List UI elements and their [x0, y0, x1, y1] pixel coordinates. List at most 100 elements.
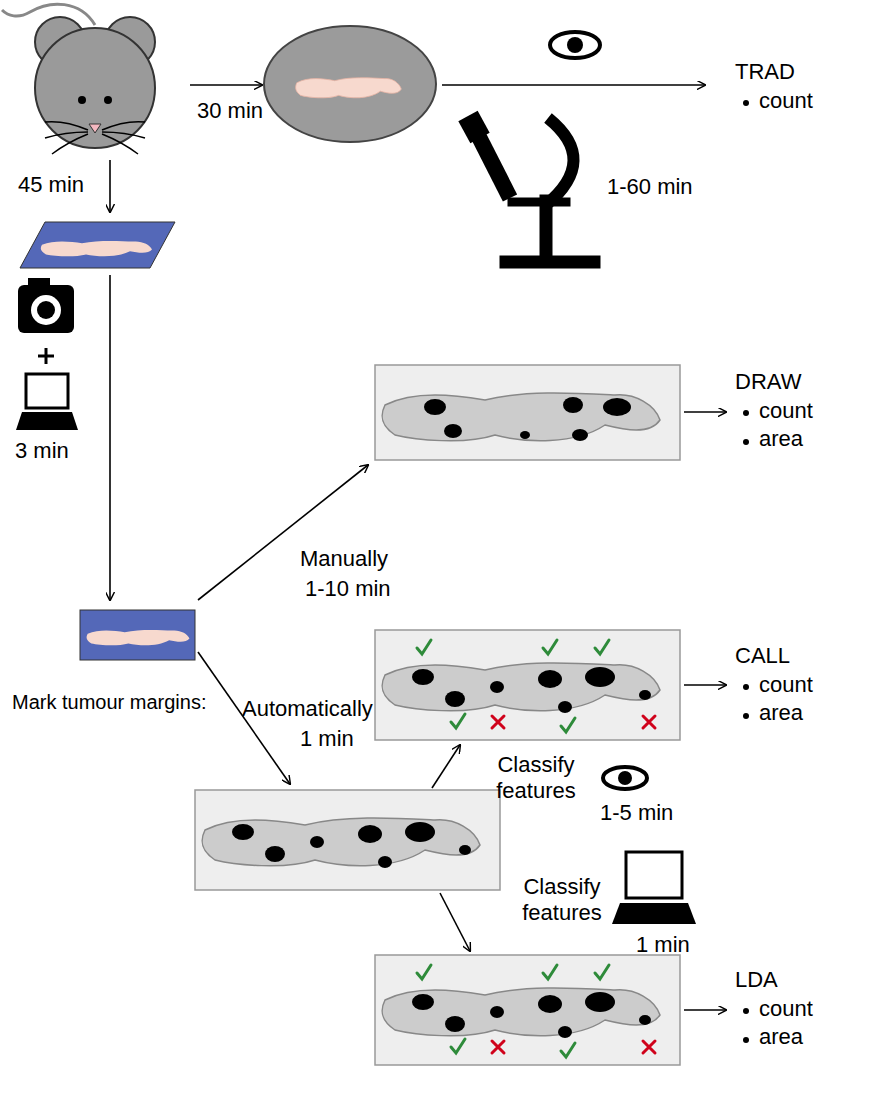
mouse-illustration-part-part [102, 122, 145, 130]
slide-part [41, 241, 152, 256]
result-label: CALL count area [735, 642, 813, 728]
lda-box-part [375, 955, 680, 1065]
camera-icon-part [37, 301, 55, 319]
flow-arrow-part [432, 745, 460, 788]
bullet-dot [743, 1037, 749, 1043]
laptop-icon-part [16, 412, 78, 430]
mouse-illustration-part-part [45, 122, 88, 130]
step-label: Mark tumour margins: [12, 690, 207, 714]
step-label: Automatically [242, 696, 373, 722]
draw-box-part-part [444, 424, 462, 438]
call-box-part [417, 640, 655, 732]
step-label: Classify features [504, 874, 620, 927]
step-label: Manually [300, 546, 388, 572]
bullet-dot [743, 713, 749, 719]
result-label: DRAW countarea [735, 368, 813, 454]
bullet-dot [743, 100, 749, 106]
method-name: DRAW [735, 369, 801, 394]
measure-item: area [735, 1023, 813, 1052]
measure-text: count [759, 398, 813, 423]
mouse-illustration-part [45, 122, 145, 154]
flow-arrow-part [442, 84, 705, 86]
microscope-icon-part [546, 118, 574, 205]
flow-arrow-part [684, 684, 726, 686]
bullet-dot [743, 1008, 749, 1014]
measure-item: count [735, 397, 813, 426]
measure-text: area [759, 1024, 803, 1049]
mouse-illustration-part-part [52, 134, 88, 154]
camera-icon [18, 278, 74, 333]
lda-box [375, 955, 680, 1065]
mouse-illustration-part [78, 96, 86, 104]
flow-arrow-part [440, 893, 470, 951]
mouse-illustration-part [104, 96, 112, 104]
draw-box-part-part [572, 429, 588, 441]
flow-arrow-part [190, 84, 262, 86]
result-label: TRAD count [735, 58, 813, 115]
measure-item: area [735, 425, 813, 454]
flow-arrow [110, 85, 726, 1010]
mouse-illustration-part [89, 124, 101, 133]
plus-sign [38, 348, 54, 364]
step-label: 30 min [197, 98, 263, 124]
mouse-illustration [2, 4, 155, 154]
measure-item: area [735, 699, 813, 728]
call-box [375, 630, 680, 740]
step-label: 1-5 min [600, 800, 673, 826]
step-label: 1-60 min [607, 174, 693, 200]
step-label: 3 min [15, 438, 69, 464]
slide-part [20, 222, 175, 268]
bullet-dot [743, 684, 749, 690]
method-name: DRAW [735, 368, 813, 397]
mouse-illustration-part [35, 28, 155, 148]
method-name: LDA [735, 967, 778, 992]
laptop-icon-part [26, 374, 68, 408]
eye-icon-part [567, 37, 583, 53]
mouse-illustration-part-part [102, 134, 138, 154]
draw-box-part [375, 365, 680, 460]
marked-box-part [232, 822, 471, 868]
draw-box [375, 365, 680, 460]
step-label: 1-10 min [305, 576, 391, 602]
slide-part [80, 610, 195, 660]
measure-item: count [735, 995, 813, 1024]
measure-text: count [759, 996, 813, 1021]
lda-box-part [417, 965, 655, 1057]
eye-icon-part [550, 32, 600, 58]
camera-icon-part [31, 295, 61, 325]
measure-text: area [759, 700, 803, 725]
marked-box-part [195, 790, 500, 890]
method-name: TRAD [735, 59, 795, 84]
step-label: 45 min [18, 172, 84, 198]
measure-item: count [735, 671, 813, 700]
microscope-icon-part [500, 256, 600, 268]
flow-arrow-part [684, 1009, 726, 1011]
draw-box-part-part [563, 397, 583, 413]
draw-box-part [424, 397, 631, 441]
microscope-icon-part [468, 116, 480, 138]
camera-icon-part [18, 285, 74, 333]
call-box-part [375, 630, 680, 740]
call-box-part [412, 667, 651, 713]
measure-text: count [759, 88, 813, 113]
dish-part [296, 78, 402, 98]
method-name: CALL [735, 643, 790, 668]
method-name: TRAD [735, 58, 813, 87]
slide-part [87, 630, 190, 645]
marked-box [195, 790, 500, 890]
flow-arrow-part [109, 160, 111, 212]
draw-box-part-part [603, 398, 631, 416]
method-name: CALL [735, 642, 813, 671]
plus-sign-part [45, 348, 48, 364]
microscope-icon-part [478, 135, 510, 198]
measure-text: count [759, 672, 813, 697]
draw-box-part [382, 393, 660, 441]
laptop-icon-part [612, 903, 696, 924]
lda-box-part [412, 992, 651, 1038]
draw-box-part-part [424, 399, 446, 415]
step-label: 1 min [636, 932, 690, 958]
method-name: LDA [735, 966, 813, 995]
dish-part [264, 26, 436, 142]
